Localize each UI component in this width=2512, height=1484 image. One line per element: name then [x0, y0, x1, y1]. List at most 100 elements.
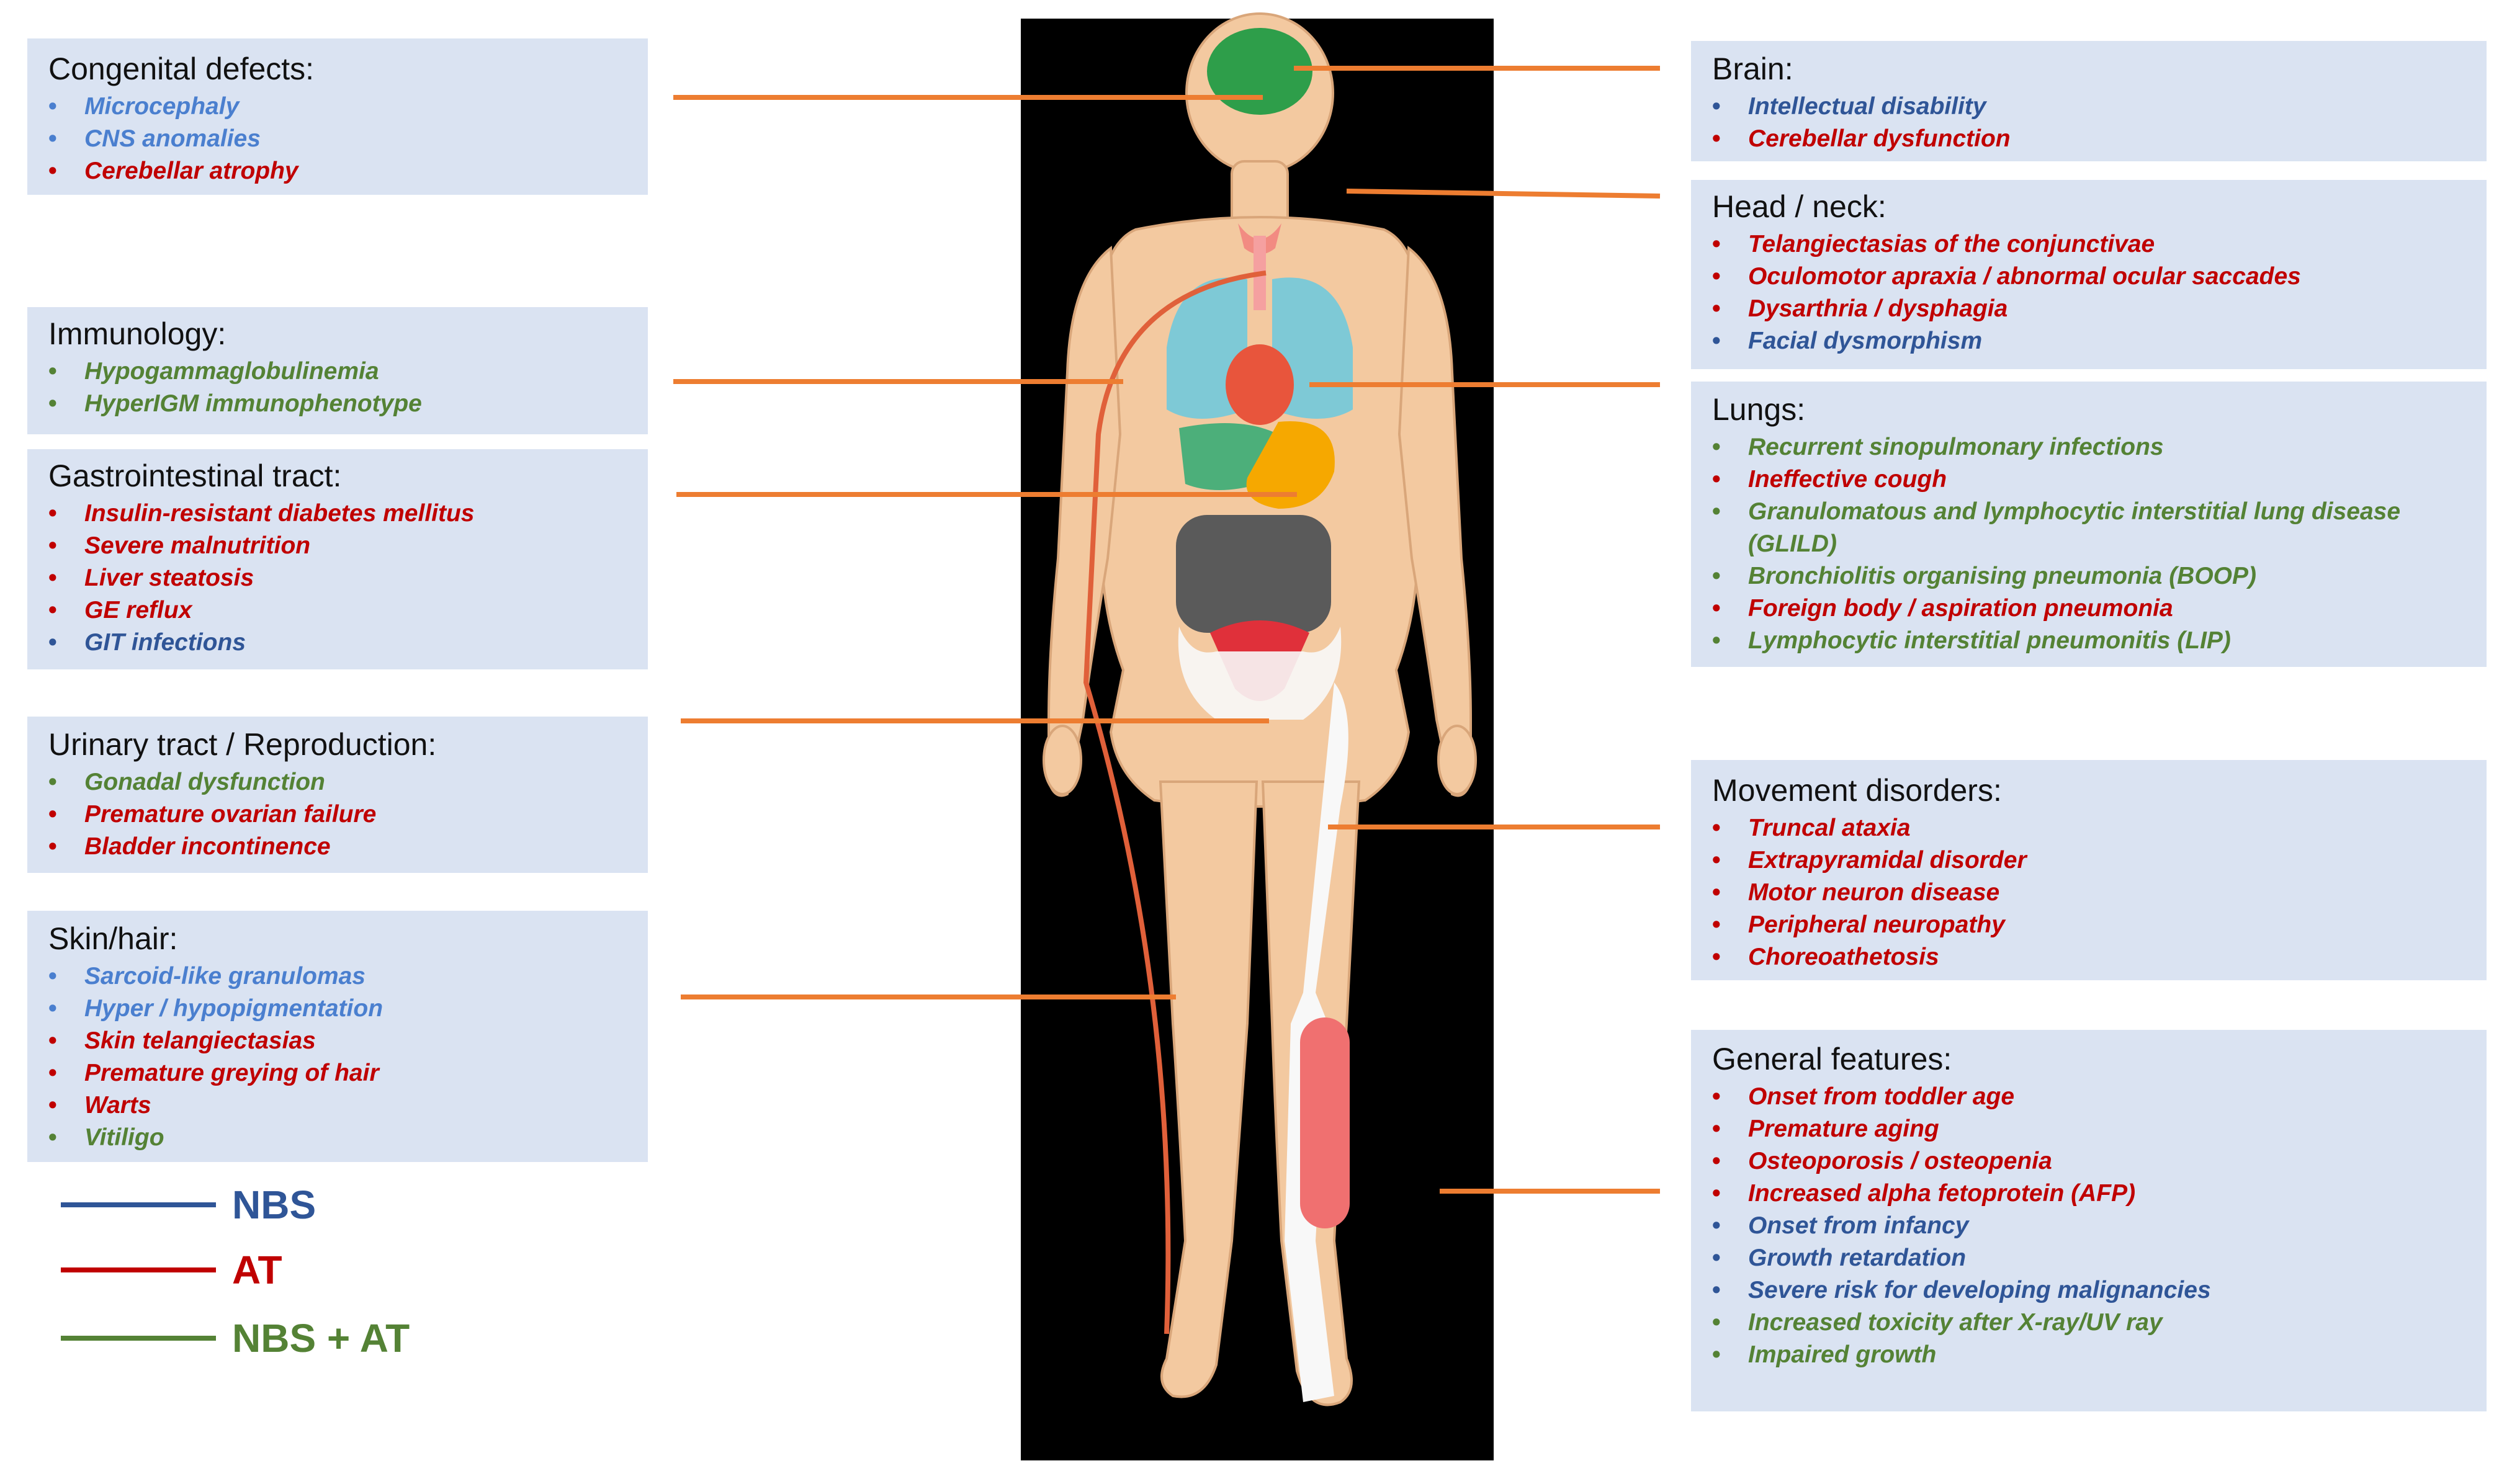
bullet-icon: • — [1712, 1245, 1721, 1271]
list-item: •Skin telangiectasias — [48, 1025, 629, 1057]
list-item-text: Foreign body / aspiration pneumonia — [1748, 595, 2173, 622]
list-item: • Vitiligo — [48, 1122, 629, 1154]
bullet-icon: • — [1712, 93, 1721, 120]
list-item: •Onset from infancy — [1712, 1210, 2468, 1242]
bullet-icon: • — [1712, 498, 1721, 525]
list-item-text: Facial dysmorphism — [1748, 328, 1983, 354]
list-item: •Bronchiolitis organising pneumonia (BOO… — [1712, 560, 2468, 592]
bullet-icon: • — [1712, 231, 1721, 257]
list-item-text: Sarcoid-like granulomas — [84, 963, 366, 990]
stomach-icon — [1246, 421, 1335, 509]
bullet-icon: • — [1712, 1180, 1721, 1207]
list-item-text: Skin telangiectasias — [84, 1027, 316, 1054]
list-item: •Growth retardation — [1712, 1242, 2468, 1274]
bullet-icon: • — [1712, 263, 1721, 290]
head-list: •Telangiectasias of the conjunctivae•Ocu… — [1712, 228, 2468, 357]
list-item-text: Bronchiolitis organising pneumonia (BOOP… — [1748, 563, 2257, 589]
urinary-title: Urinary tract / Reproduction: — [48, 727, 437, 762]
movement-title: Movement disorders: — [1712, 773, 2002, 808]
list-item-text: Intellectual disability — [1748, 93, 1986, 120]
bullet-icon: • — [1712, 1309, 1721, 1336]
bullet-icon: • — [1712, 815, 1721, 841]
list-item-text: Cerebellar dysfunction — [1748, 125, 2011, 152]
list-item: •Gonadal dysfunction — [48, 766, 629, 798]
list-item: •Granulomatous and lymphocytic interstit… — [1712, 496, 2468, 560]
list-item-text: Severe risk for developing malignancies — [1748, 1277, 2211, 1303]
list-item: •Peripheral neuropathy — [1712, 909, 2468, 941]
list-item-text: Increased alpha fetoprotein (AFP) — [1748, 1180, 2136, 1207]
list-item-text: Recurrent sinopulmonary infections — [1748, 434, 2164, 460]
list-item-text: Hyper / hypopigmentation — [84, 995, 384, 1022]
legend-both-label: NBS + AT — [232, 1316, 410, 1361]
list-item-text: Warts — [84, 1092, 151, 1119]
bullet-icon: • — [48, 963, 57, 990]
list-item: • Telangiectasias of the conjunctivae — [1712, 228, 2468, 261]
bullet-icon: • — [1712, 1115, 1721, 1142]
gi-title: Gastrointestinal tract: — [48, 458, 342, 493]
bullet-icon: • — [48, 597, 57, 624]
list-item-text: Lymphocytic interstitial pneumonitis (LI… — [1748, 627, 2231, 654]
brain-list: • Intellectual disability• Cerebellar dysf… — [1712, 91, 2468, 155]
bullet-icon: • — [48, 1124, 57, 1151]
bullet-icon: • — [48, 158, 57, 184]
congenital-defects-box: Congenital defects:•Microcephaly•CNS ano… — [27, 38, 648, 195]
legend-nbs-line — [61, 1202, 216, 1207]
list-item-text: Vitiligo — [84, 1124, 164, 1151]
urinary-list: •Gonadal dysfunction•Premature ovarian f… — [48, 766, 629, 863]
list-item: •Onset from toddler age — [1712, 1081, 2468, 1113]
skin-hair-box: Skin/hair:•Sarcoid-like granulomas•Hyper… — [27, 911, 648, 1162]
bullet-icon: • — [1712, 595, 1721, 622]
bullet-icon: • — [48, 801, 57, 828]
list-item: •Premature greying of hair — [48, 1057, 629, 1089]
list-item: •Dysarthria / dysphagia — [1712, 293, 2468, 325]
list-item-text: Motor neuron disease — [1748, 879, 2000, 906]
list-item: •Ineffective cough — [1712, 463, 2468, 496]
bullet-icon: • — [48, 390, 57, 417]
list-item-text: Insulin-resistant diabetes mellitus — [84, 500, 475, 527]
list-item-text: Osteoporosis / osteopenia — [1748, 1148, 2052, 1174]
lungs-title: Lungs: — [1712, 392, 1806, 427]
bullet-icon: • — [48, 93, 57, 120]
list-item-text: Dysarthria / dysphagia — [1748, 295, 2008, 322]
list-item: •Premature ovarian failure — [48, 798, 629, 831]
brain-title: Brain: — [1712, 51, 1793, 86]
intestines-icon — [1176, 515, 1331, 633]
list-item-text: Hypogammaglobulinemia — [84, 358, 379, 385]
list-item-text: Extrapyramidal disorder — [1748, 847, 2027, 874]
brain-icon — [1207, 28, 1312, 115]
list-item-text: Liver steatosis — [84, 565, 254, 591]
blood-vessel-icon — [1083, 270, 1267, 1334]
list-item-text: Cerebellar atrophy — [84, 158, 298, 184]
connector-head — [1346, 189, 1661, 199]
legend-at: AT — [61, 1247, 282, 1293]
list-item: • Foreign body / aspiration pneumonia — [1712, 592, 2468, 625]
list-item: •Extrapyramidal disorder — [1712, 844, 2468, 877]
legend-at-label: AT — [232, 1248, 282, 1292]
list-item: • Intellectual disability — [1712, 91, 2468, 123]
bullet-icon: • — [48, 1092, 57, 1119]
list-item-text: Premature greying of hair — [84, 1060, 379, 1086]
list-item-text: Severe malnutrition — [84, 532, 311, 559]
list-item-text: Microcephaly — [84, 93, 240, 120]
movement-list: •Truncal ataxia•Extrapyramidal disorder•… — [1712, 812, 2468, 973]
list-item: •Osteoporosis / osteopenia — [1712, 1145, 2468, 1178]
brain-box: Brain: • Intellectual disability• Cerebella… — [1691, 41, 2487, 161]
legend-nbs-label: NBS — [232, 1182, 316, 1227]
general-title: General features: — [1712, 1042, 1952, 1076]
immunology-list: •Hypogammaglobulinemia•HyperIGM immunoph… — [48, 355, 629, 420]
list-item: •Increased toxicity after X-ray/UV ray — [1712, 1307, 2468, 1339]
bullet-icon: • — [1712, 434, 1721, 460]
list-item: •Hypogammaglobulinemia — [48, 355, 629, 388]
list-item-text: Choreoathetosis — [1748, 944, 1939, 970]
list-item-text: Telangiectasias of the conjunctivae — [1748, 231, 2155, 257]
congenital-list: •Microcephaly•CNS anomalies•Cerebellar a… — [48, 91, 629, 187]
congenital-title: Congenital defects: — [48, 51, 315, 86]
gi-list: • Insulin-resistant diabetes mellitus • Sev… — [48, 498, 629, 659]
list-item: •Impaired growth — [1712, 1339, 2468, 1371]
bullet-icon: • — [48, 532, 57, 559]
bullet-icon: • — [48, 769, 57, 795]
legend-at-line — [61, 1267, 216, 1272]
list-item: • Warts — [48, 1089, 629, 1122]
bullet-icon: • — [48, 125, 57, 152]
